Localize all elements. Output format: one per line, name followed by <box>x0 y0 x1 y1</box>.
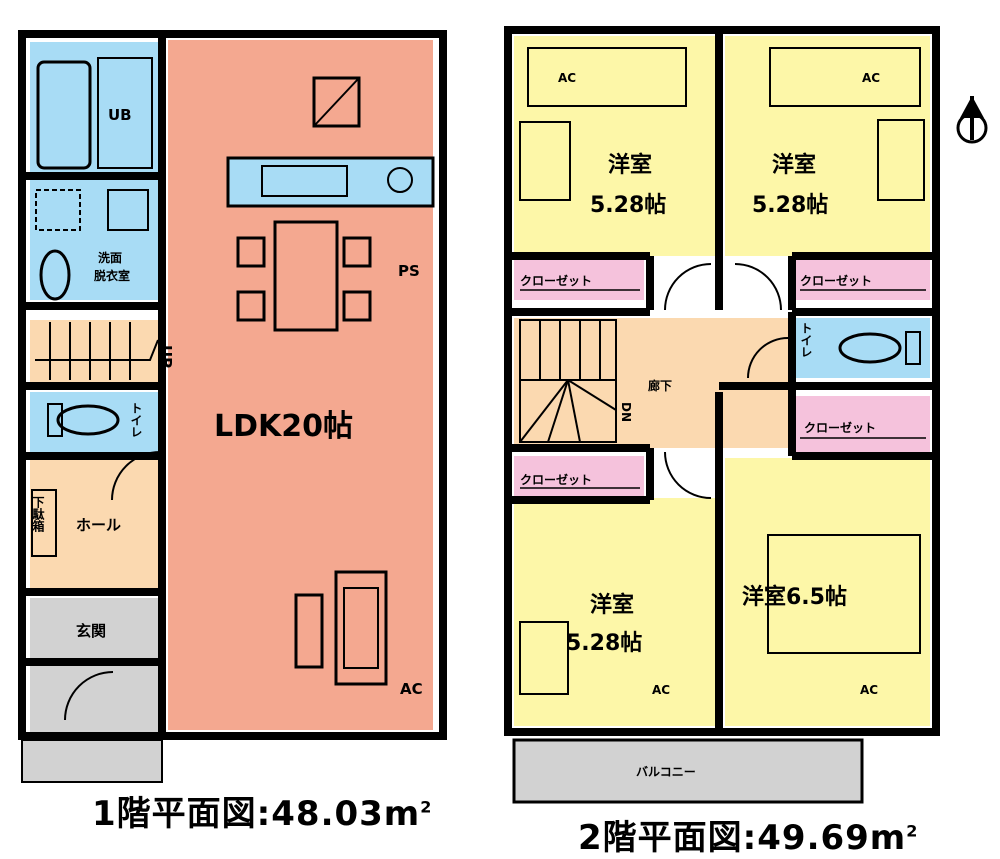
stairs-floor1 <box>35 322 159 380</box>
label-closet-nw: クローゼット <box>520 273 592 288</box>
label-washroom-1: 洗面 <box>98 250 122 265</box>
desk <box>519 121 571 201</box>
label-room-ne-name: 洋室 <box>772 152 816 178</box>
floor-1-plan <box>18 30 447 783</box>
floor1-caption-text: 1階平面図:48.03m <box>92 794 421 834</box>
floor2-caption-sup: 2 <box>906 821 919 841</box>
label-up: UP <box>157 345 175 368</box>
closet-nw-fill <box>514 258 644 300</box>
stair1-fill <box>30 320 165 382</box>
closet-sw-fill <box>514 456 644 498</box>
floor-2-plan <box>504 26 940 804</box>
label-room-sw-size: 5.28帖 <box>566 631 642 656</box>
bathtub <box>36 60 92 170</box>
label-ub: UB <box>108 106 132 124</box>
bed <box>767 534 921 654</box>
bed <box>769 47 921 107</box>
label-dn: DN <box>619 402 633 422</box>
stairs-floor2 <box>519 319 617 443</box>
balcony-fill <box>512 738 864 804</box>
bed <box>527 47 687 107</box>
porch-fill <box>30 664 158 734</box>
toilet2-fill <box>796 318 930 378</box>
walls-floor1 <box>18 30 447 740</box>
door-swing <box>664 263 712 311</box>
label-closet-se: クローゼット <box>804 420 876 435</box>
ub-fill <box>30 42 158 172</box>
door-swing <box>747 337 789 379</box>
label-shoe-storage: 下駄箱 <box>31 496 45 533</box>
label-toilet-2: トイレ <box>799 322 813 358</box>
room-ne-fill <box>725 36 930 256</box>
washbasin <box>39 249 71 301</box>
entrance-fill <box>30 598 158 660</box>
shoe-storage-box <box>31 489 57 557</box>
washing-machine <box>35 189 81 231</box>
sofa-seat <box>343 587 379 669</box>
label-ac-se: AC <box>860 683 878 697</box>
floor1-caption-sup: 2 <box>420 797 433 817</box>
toilet1-fill <box>30 392 158 452</box>
ldk-fill <box>168 40 433 730</box>
closet-se-fill <box>796 396 930 454</box>
label-room-se: 洋室6.5帖 <box>742 584 847 610</box>
label-hallway: 廊下 <box>648 378 672 393</box>
desk <box>877 119 925 201</box>
label-ac-nw: AC <box>558 71 576 85</box>
kitchen-sink <box>261 165 348 197</box>
label-room-sw-name: 洋室 <box>590 592 634 618</box>
desk <box>519 621 569 695</box>
stove-burner <box>387 167 413 193</box>
label-closet-ne: クローゼット <box>800 273 872 288</box>
walls-floor2 <box>504 26 940 736</box>
label-room-nw-size: 5.28帖 <box>590 193 666 218</box>
door-swing <box>64 671 114 721</box>
label-balcony: バルコニー <box>636 765 696 779</box>
chair <box>342 290 372 322</box>
step-fill <box>21 739 163 783</box>
toilet-bowl <box>56 404 120 436</box>
chair <box>236 290 266 322</box>
label-ac-sw: AC <box>652 683 670 697</box>
label-closet-sw: クローゼット <box>520 472 592 487</box>
toilet-bowl <box>838 332 902 364</box>
chair <box>342 236 372 268</box>
label-washroom-2: 脱衣室 <box>94 268 130 283</box>
label-entrance: 玄関 <box>76 622 106 640</box>
door-swing <box>664 451 712 499</box>
dining-table <box>273 220 339 332</box>
room-nw-fill <box>514 36 717 256</box>
north-arrow-icon <box>956 96 988 144</box>
label-toilet-1: トイレ <box>129 402 143 438</box>
label-hall: ホール <box>76 516 121 534</box>
range-hood-box <box>312 76 361 128</box>
chair <box>236 236 266 268</box>
label-ps: PS <box>398 262 420 280</box>
floor1-caption: 1階平面図:48.03m2 <box>92 786 432 835</box>
label-room-ne-size: 5.28帖 <box>752 193 828 218</box>
room-se-fill <box>725 458 930 726</box>
label-ldk: LDK20帖 <box>214 409 353 444</box>
door-swing <box>734 263 782 311</box>
label-ac-ne: AC <box>862 71 880 85</box>
side-table <box>294 593 324 669</box>
closet-ne-fill <box>796 258 930 300</box>
floor2-caption: 2階平面図:49.69m2 <box>578 810 918 859</box>
label-ac-ldk: AC <box>400 680 423 698</box>
room-sw-fill <box>514 498 717 726</box>
label-room-nw-name: 洋室 <box>608 152 652 178</box>
floor2-caption-text: 2階平面図:49.69m <box>578 818 907 858</box>
washroom-fill <box>30 180 158 300</box>
